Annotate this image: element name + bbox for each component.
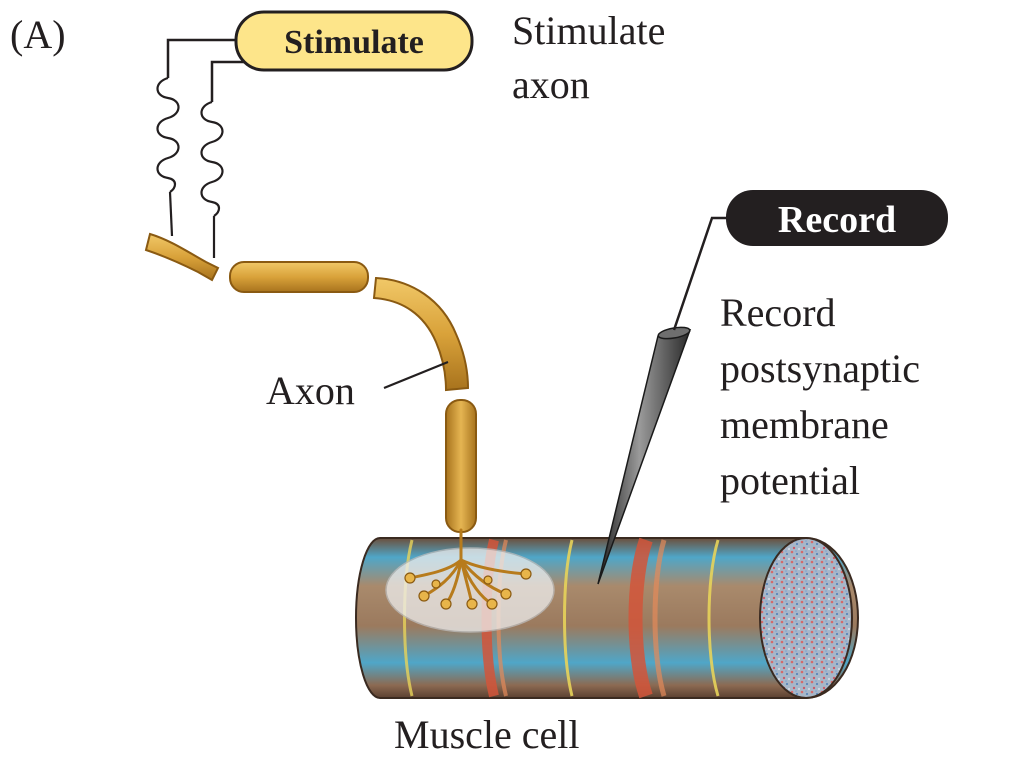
stimulate-button[interactable]: Stimulate (234, 10, 474, 72)
muscle-cell-end-cap (759, 537, 853, 699)
axon-leader-line (383, 360, 449, 390)
record-button[interactable]: Record (726, 190, 948, 246)
stimulate-coil-right (200, 100, 224, 258)
terminal-boutons (404, 568, 532, 610)
muscle-cell (355, 537, 859, 699)
axon (144, 232, 477, 533)
muscle-cell-label: Muscle cell (394, 712, 580, 757)
record-caption-line-2: postsynaptic (720, 346, 920, 391)
stimulate-caption-line-1: Stimulate (512, 8, 665, 53)
record-caption-line-1: Record (720, 290, 836, 335)
axon-label: Axon (266, 368, 355, 413)
panel-label: (A) (10, 12, 66, 57)
record-wire (672, 216, 730, 331)
record-caption-line-4: potential (720, 458, 860, 503)
axon-terminal (408, 528, 528, 606)
stimulate-button-label: Stimulate (284, 24, 424, 61)
stimulate-wire-1 (166, 38, 236, 78)
stimulate-wire-2 (210, 60, 245, 102)
stimulate-coil-left (156, 76, 180, 237)
record-button-label: Record (778, 199, 896, 241)
record-caption-line-3: membrane (720, 402, 889, 447)
recording-electrode (597, 326, 692, 585)
stimulate-caption-line-2: axon (512, 62, 590, 107)
